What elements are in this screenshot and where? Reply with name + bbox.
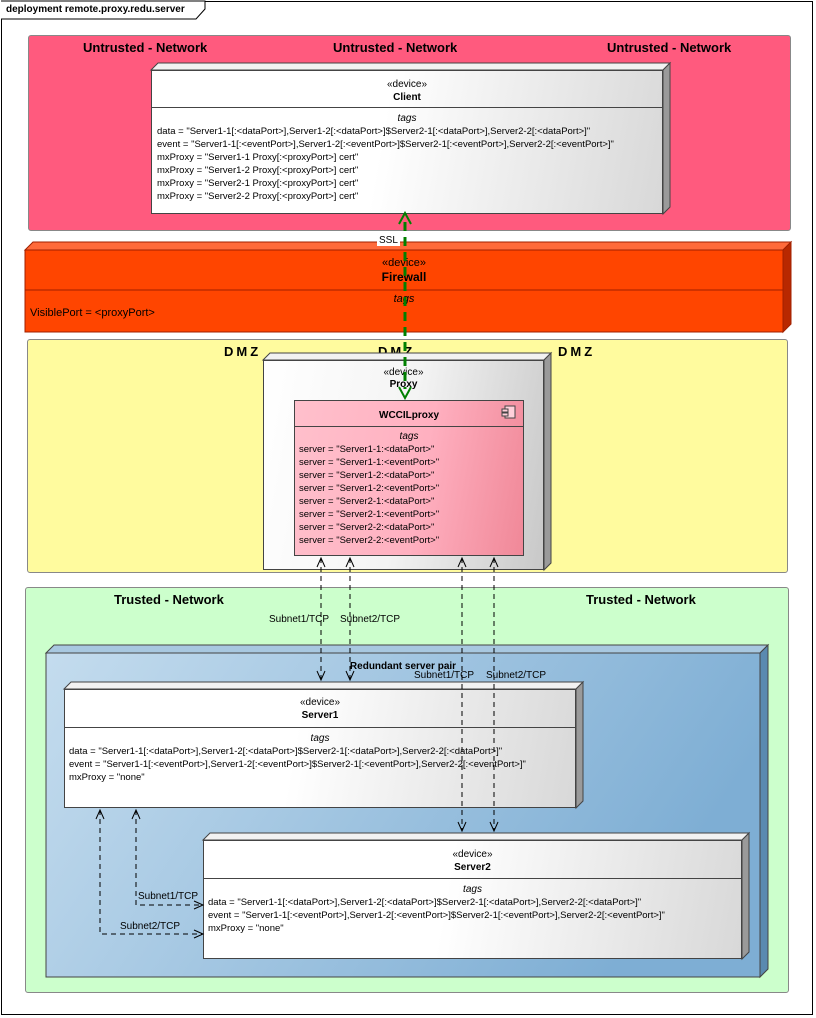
subnet1-label-server2: Subnet1/TCP: [414, 670, 475, 681]
component-tag-line: server = "Server1-2:<eventPort>": [299, 483, 440, 494]
component-tags-header: tags: [399, 431, 419, 442]
subnet2-link-server1-server2[interactable]: [95, 808, 205, 939]
untrusted-label-3: Untrusted - Network: [607, 40, 732, 55]
component-name: WCCILproxy: [379, 410, 439, 421]
component-tag-line: server = "Server1-1:<eventPort>": [299, 457, 440, 468]
component-tag-line: server = "Server2-1:<dataPort>": [299, 496, 435, 507]
subnet2-label-server1-server2: Subnet2/TCP: [120, 921, 181, 932]
server1-stereotype: «device»: [299, 697, 341, 708]
server2-tag-line: event = "Server1-1[:<eventPort>],Server1…: [208, 910, 665, 921]
server1-3d-edge: [62, 680, 585, 810]
server1-device[interactable]: «device» Server1 tags data = "Server1-1[…: [62, 680, 585, 810]
component-tag-line: server = "Server2-2:<dataPort>": [299, 522, 435, 533]
subnet2-label-server1: Subnet2/TCP: [340, 614, 401, 625]
client-stereotype: «device»: [386, 79, 428, 90]
proxy-3d-edge: [261, 351, 553, 572]
server1-tags-header: tags: [310, 733, 330, 744]
client-device[interactable]: «device» Client tags data = "Server1-1[:…: [149, 61, 672, 216]
subnet1-link-server1-server2[interactable]: [131, 808, 205, 910]
untrusted-label-1: Untrusted - Network: [83, 40, 208, 55]
server2-separator: [204, 878, 741, 879]
component-tag-line: server = "Server1-2:<dataPort>": [299, 470, 435, 481]
firewall-stereotype: «device»: [381, 257, 427, 269]
frame-title: deployment remote.proxy.redu.server: [6, 4, 185, 15]
server1-face: «device» Server1 tags data = "Server1-1[…: [64, 689, 576, 808]
firewall-tag-line: VisiblePort = <proxyPort>: [30, 307, 155, 319]
component-tag-line: server = "Server1-1:<dataPort>": [299, 444, 435, 455]
subnet1-label-server1: Subnet1/TCP: [269, 614, 330, 625]
component-separator: [295, 426, 523, 427]
server1-name: Server1: [301, 710, 339, 721]
ssl-label: SSL: [377, 235, 400, 246]
client-tag-line: event = "Server1-1[:<eventPort>],Server1…: [157, 139, 614, 150]
subnet2-label-server2: Subnet2/TCP: [486, 670, 547, 681]
trusted-label-2: Trusted - Network: [586, 592, 696, 607]
server1-separator: [65, 727, 575, 728]
client-separator: [152, 107, 662, 108]
server1-tag-line: data = "Server1-1[:<dataPort>],Server1-2…: [69, 746, 503, 757]
firewall-name: Firewall: [381, 270, 427, 284]
subnet1-link-server1[interactable]: [316, 556, 326, 682]
client-tag-line: mxProxy = "Server2-2 Proxy[:<proxyPort>]…: [157, 191, 359, 202]
subnet1-link-server2[interactable]: [457, 556, 467, 833]
subnet2-link-server2[interactable]: [489, 556, 499, 833]
server1-tag-line: mxProxy = "none": [69, 772, 145, 783]
component-tag-line: server = "Server2-2:<eventPort>": [299, 535, 440, 546]
pair-name: Redundant server pair: [349, 661, 457, 672]
server2-face: «device» Server2 tags data = "Server1-1[…: [203, 840, 742, 959]
server2-tag-line: data = "Server1-1[:<dataPort>],Server1-2…: [208, 897, 642, 908]
server2-tags-header: tags: [463, 884, 482, 895]
component-tag-line: server = "Server2-1:<eventPort>": [299, 509, 440, 520]
server2-name: Server2: [454, 862, 491, 873]
client-tag-line: mxProxy = "Server2-1 Proxy[:<proxyPort>]…: [157, 178, 359, 189]
server1-tag-line: event = "Server1-1[:<eventPort>],Server1…: [69, 759, 526, 770]
client-tag-line: mxProxy = "Server1-2 Proxy[:<proxyPort>]…: [157, 165, 359, 176]
dmz-label-1: DMZ: [224, 344, 262, 359]
component-icon: [501, 405, 516, 419]
client-face: «device» Client tags data = "Server1-1[:…: [151, 70, 663, 214]
server2-tag-line: mxProxy = "none": [208, 923, 284, 934]
ssl-link[interactable]: [398, 210, 412, 401]
client-tag-line: mxProxy = "Server1-1 Proxy[:<proxyPort>]…: [157, 152, 359, 163]
server2-device[interactable]: «device» Server2 tags data = "Server1-1[…: [201, 831, 751, 961]
proxy-name: Proxy: [389, 379, 418, 390]
client-tags-header: tags: [397, 113, 417, 124]
wccilproxy-component[interactable]: WCCILproxy tags server = "Server1-1:<dat…: [294, 400, 524, 556]
subnet1-label-server1-server2: Subnet1/TCP: [138, 891, 199, 902]
subnet2-link-server1[interactable]: [345, 556, 355, 682]
trusted-label-1: Trusted - Network: [114, 592, 224, 607]
dmz-label-3: DMZ: [558, 344, 596, 359]
client-tag-line: data = "Server1-1[:<dataPort>],Server1-2…: [157, 126, 591, 137]
client-name: Client: [393, 92, 421, 103]
server2-stereotype: «device»: [452, 849, 493, 860]
untrusted-label-2: Untrusted - Network: [333, 40, 458, 55]
